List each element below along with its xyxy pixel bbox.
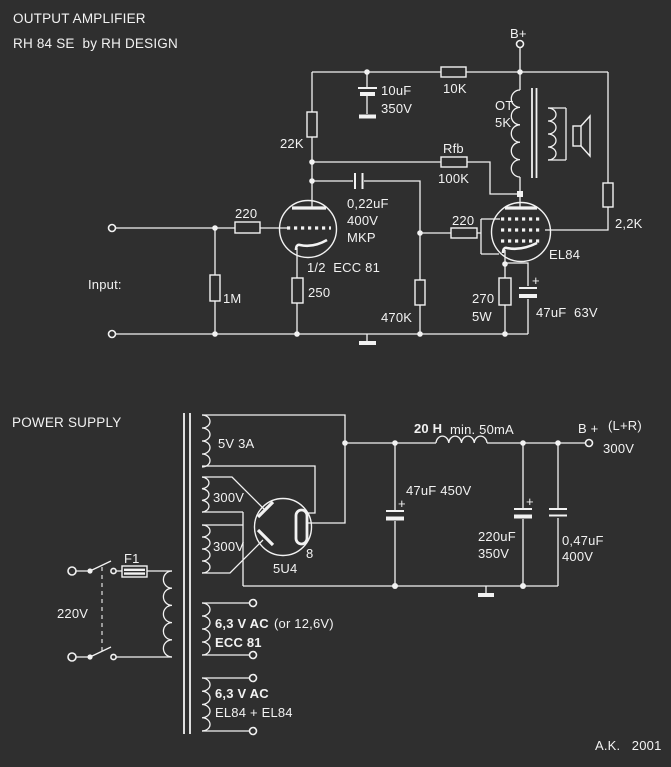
ot-value: 5K: [495, 115, 511, 130]
mains-input: 220V: [57, 566, 117, 662]
psu-wiring: [76, 414, 586, 732]
resistor-270: 270 5W: [472, 277, 512, 324]
heater-windings: 6,3 V AC (or 12,6V) ECC 81 6,3 V AC EL84…: [215, 598, 334, 736]
output-transformer: OT 5K: [495, 88, 557, 178]
svg-text:220: 220: [452, 213, 474, 228]
svg-text:2,2K: 2,2K: [615, 216, 643, 231]
winding-5v: 5V 3A: [218, 436, 255, 451]
tube-5u4: 8 5U4: [253, 497, 313, 576]
heater1-for: ECC 81: [215, 635, 262, 650]
svg-text:20 H: 20 H: [414, 421, 442, 436]
capacitor-47uf-450v: + 47uF 450V: [386, 483, 472, 521]
resistor-22k: 22K: [280, 111, 318, 151]
capacitor-220uf: + 220uF 350V: [478, 494, 534, 561]
heater2-for: EL84 + EL84: [215, 705, 293, 720]
psu-bplus-label: B +: [578, 421, 598, 436]
svg-text:470K: 470K: [381, 310, 412, 325]
svg-text:47uF 450V: 47uF 450V: [406, 483, 472, 498]
speaker-icon: [572, 114, 591, 158]
svg-text:0,47uF: 0,47uF: [562, 533, 604, 548]
svg-text:350V: 350V: [478, 546, 509, 561]
svg-text:100K: 100K: [438, 171, 469, 186]
psu-title: POWER SUPPLY: [12, 415, 121, 430]
resistor-220-input: 220: [234, 206, 261, 234]
svg-text:10K: 10K: [443, 81, 467, 96]
resistor-rfb: Rfb 100K: [438, 141, 469, 186]
ot-label: OT: [495, 98, 513, 113]
svg-text:F1: F1: [124, 551, 140, 566]
page-subtitle: RH 84 SE by RH DESIGN: [13, 36, 178, 51]
choke-20h: 20 H min. 50mA: [414, 421, 514, 444]
amp-junction-dots: [212, 69, 523, 337]
winding-hv2: 300V: [213, 539, 244, 554]
capacitor-cathode-bypass: + 47uF 63V: [519, 273, 598, 320]
psu-bplus-voltage: 300V: [603, 441, 634, 456]
mains-voltage: 220V: [57, 606, 88, 621]
tube-el84-label: EL84: [549, 247, 580, 262]
plus-sign: +: [398, 496, 406, 511]
resistor-250: 250: [291, 277, 330, 304]
heater1-voltage: 6,3 V AC: [215, 616, 269, 631]
amp-wiring: [116, 48, 609, 341]
resistor-220-el84: 220: [450, 213, 478, 239]
fuse-f1: F1: [121, 551, 148, 578]
resistor-1m: 1M: [209, 274, 241, 306]
psu-junction-dots: [342, 440, 561, 589]
input-terminals: Input:: [88, 223, 122, 339]
capacitor-10uf: 10uF 350V: [358, 83, 412, 119]
power-transformer: 5V 3A 300V 300V: [162, 413, 255, 734]
tube-5u4-label: 5U4: [273, 561, 297, 576]
resistor-10k: 10K: [440, 66, 467, 96]
svg-text:400V: 400V: [347, 213, 378, 228]
tube-ecc81-label: 1/2 ECC 81: [307, 260, 380, 275]
plus-sign: +: [526, 494, 534, 509]
tube-ecc81: 1/2 ECC 81: [278, 199, 380, 275]
psu-bplus-terminal: B + (L+R) 300V: [578, 418, 642, 456]
svg-text:250: 250: [308, 285, 330, 300]
svg-text:47uF 63V: 47uF 63V: [536, 305, 598, 320]
winding-hv1: 300V: [213, 490, 244, 505]
resistor-2k2: 2,2K: [602, 182, 643, 231]
svg-text:270: 270: [472, 291, 494, 306]
svg-text:22K: 22K: [280, 136, 304, 151]
svg-text:350V: 350V: [381, 101, 412, 116]
amp-bplus-terminal: B+: [510, 26, 527, 49]
capacitor-coupling: 0,22uF 400V MKP: [347, 173, 389, 245]
capacitor-047uf: 0,47uF 400V: [549, 508, 604, 564]
svg-text:10uF: 10uF: [381, 83, 411, 98]
psu-bplus-note: (L+R): [608, 418, 642, 433]
signature: A.K. 2001: [595, 738, 662, 753]
svg-text:0,22uF: 0,22uF: [347, 196, 389, 211]
svg-text:MKP: MKP: [347, 230, 376, 245]
svg-text:5W: 5W: [472, 309, 492, 324]
heater2-voltage: 6,3 V AC: [215, 686, 269, 701]
tube-el84: EL84: [490, 201, 580, 263]
svg-text:1M: 1M: [223, 291, 241, 306]
resistor-470k: 470K: [381, 279, 426, 325]
heater1-alt: (or 12,6V): [274, 616, 334, 631]
svg-text:220uF: 220uF: [478, 529, 516, 544]
input-label: Input:: [88, 277, 122, 292]
svg-text:400V: 400V: [562, 549, 593, 564]
svg-text:220: 220: [235, 206, 257, 221]
svg-text:Rfb: Rfb: [443, 141, 464, 156]
plus-sign: +: [532, 273, 540, 288]
tube-5u4-pin: 8: [306, 546, 313, 561]
svg-text:min. 50mA: min. 50mA: [450, 422, 514, 437]
amp-bplus-label: B+: [510, 26, 527, 41]
page-title: OUTPUT AMPLIFIER: [13, 11, 146, 26]
